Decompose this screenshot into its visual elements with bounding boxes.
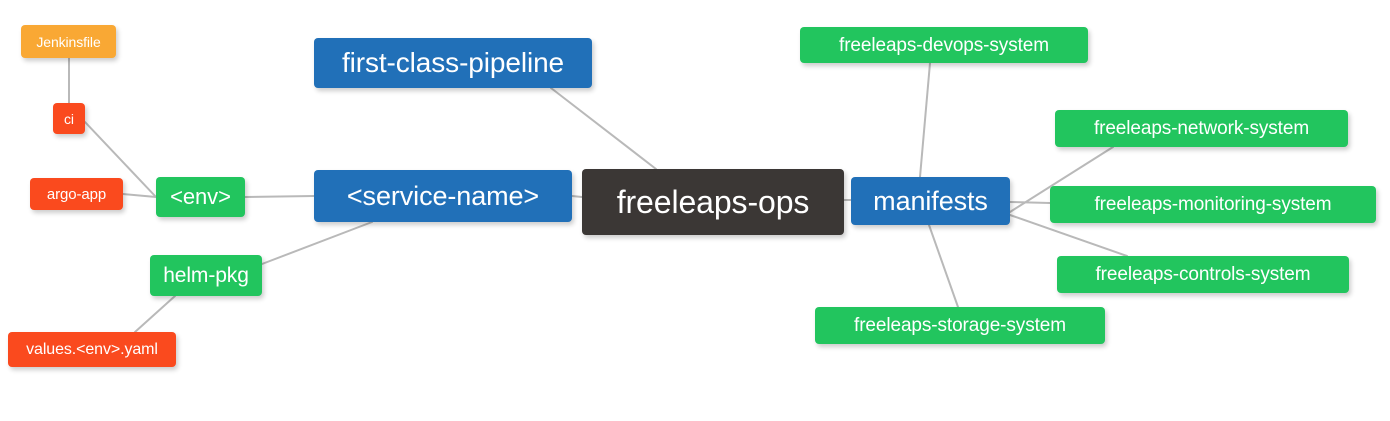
mindmap-node-label: manifests	[873, 185, 988, 216]
mindmap-node-env[interactable]: <env>	[156, 177, 245, 217]
edge-servicename-root	[571, 195, 583, 198]
edge-manifests-storage	[928, 224, 959, 308]
mindmap-node-freeleaps-monitoring-system[interactable]: freeleaps-monitoring-system	[1050, 186, 1376, 223]
mindmap-node-label: first-class-pipeline	[341, 47, 565, 78]
mindmap-node-manifests[interactable]: manifests	[851, 177, 1010, 225]
mindmap-node-freeleaps-storage-system[interactable]: freeleaps-storage-system	[815, 307, 1105, 344]
mindmap-node-label: values.<env>.yaml	[26, 340, 158, 358]
mindmap-node-freeleaps-ops[interactable]: freeleaps-ops	[582, 169, 844, 235]
mindmap-node-helm-pkg[interactable]: helm-pkg	[150, 255, 262, 296]
mindmap-node-label: freeleaps-storage-system	[854, 315, 1066, 336]
mindmap-node-freeleaps-devops-system[interactable]: freeleaps-devops-system	[800, 27, 1088, 63]
mindmap-node-label: freeleaps-monitoring-system	[1094, 194, 1332, 215]
mindmap-node-label: ci	[64, 110, 74, 127]
mindmap-node-freeleaps-controls-system[interactable]: freeleaps-controls-system	[1057, 256, 1349, 293]
mindmap-node-label: freeleaps-devops-system	[839, 34, 1049, 56]
mindmap-node-argo-app[interactable]: argo-app	[30, 178, 123, 210]
mindmap-node-label: freeleaps-ops	[616, 184, 810, 220]
mindmap-node-ci[interactable]: ci	[53, 103, 85, 134]
mindmap-node-first-class-pipeline[interactable]: first-class-pipeline	[314, 38, 592, 88]
edge-pipeline-root	[550, 87, 657, 170]
mindmap-node-label: freeleaps-network-system	[1093, 118, 1310, 139]
mindmap-node-freeleaps-network-system[interactable]: freeleaps-network-system	[1055, 110, 1348, 147]
edge-values-helmpkg	[134, 295, 176, 333]
mindmap-node-label: helm-pkg	[163, 264, 249, 287]
mindmap-node-values-env-yaml[interactable]: values.<env>.yaml	[8, 332, 176, 367]
mindmap-node-label: freeleaps-controls-system	[1095, 264, 1311, 285]
mindmap-node-jenkinsfile[interactable]: Jenkinsfile	[21, 25, 116, 58]
mindmap-node-label: argo-app	[46, 185, 107, 203]
edge-argoapp-env	[122, 193, 157, 198]
mindmap-node-label: <service-name>	[346, 180, 540, 211]
mindmap-node-label: Jenkinsfile	[36, 33, 101, 50]
mindmap-node-label: <env>	[170, 184, 231, 209]
edge-helmpkg-servicename	[261, 221, 373, 265]
edge-env-servicename	[244, 195, 315, 198]
mindmap-node-service-name[interactable]: <service-name>	[314, 170, 572, 222]
edge-manifests-monitoring	[1009, 201, 1051, 204]
edge-manifests-devops	[919, 62, 931, 178]
